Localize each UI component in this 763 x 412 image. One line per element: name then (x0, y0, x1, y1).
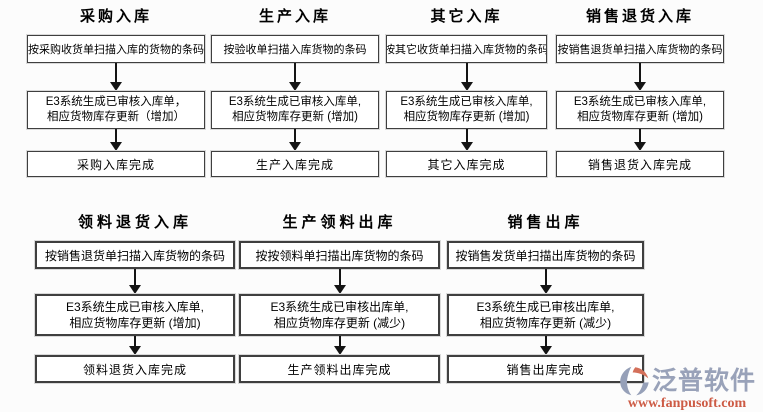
step-scan-box: 按采购收货单扫描入库的货物的条码 (27, 35, 205, 63)
vendor-watermark: 泛普软件 www.fanpusoft.com (613, 365, 761, 412)
step-system-box: E3系统生成已审核出库单, 相应货物库存更新 (减少) (239, 294, 440, 336)
down-arrow-icon (386, 63, 547, 91)
flow-title: 生产入库 (258, 8, 331, 25)
step-system-box: E3系统生成已审核入库单, 相应货物库存更新 (增加) (35, 294, 235, 336)
step-scan-box: 按销售退货单扫描入库货物的条码 (556, 35, 724, 63)
system-line1: E3系统生成已审核出库单, (270, 300, 409, 314)
down-arrow-icon (211, 63, 379, 91)
down-arrow-icon (556, 129, 724, 151)
system-line1: E3系统生成已审核入库单, (573, 96, 707, 108)
step-scan-box: 按销售退货单扫描入库货物的条码 (35, 241, 235, 269)
system-line1: E3系统生成已审核入库单, (400, 96, 533, 108)
down-arrow-icon (556, 63, 724, 91)
step-system-box: E3系统生成已审核入库单, 相应货物库存更新 (增加) (386, 91, 547, 129)
down-arrow-icon (211, 129, 379, 151)
flow-production-material-outbound: 生产领料出库 按按领料单扫描出库货物的条码 E3系统生成已审核出库单, 相应货物… (239, 214, 440, 383)
down-arrow-icon (35, 336, 235, 355)
flow-other-inbound: 其它入库 按其它收货单扫描入库货物的条码 E3系统生成已审核入库单, 相应货物库… (386, 8, 547, 177)
step-scan-box: 按验收单扫描入库货物的条码 (211, 35, 379, 63)
system-line2: 相应货物库存更新 (减少) (479, 316, 612, 330)
system-line2: 相应货物库存更新（增加） (47, 111, 185, 123)
system-line2: 相应货物库存更新 (增加) (69, 316, 201, 330)
down-arrow-icon (386, 129, 547, 151)
step-done-box: 领料退货入库完成 (35, 355, 235, 383)
step-system-box: E3系统生成已审核入库单， 相应货物库存更新（增加） (27, 91, 205, 129)
step-done-box: 生产入库完成 (211, 151, 379, 177)
step-done-box: 生产领料出库完成 (239, 355, 440, 383)
system-line1: E3系统生成已审核入库单, (65, 300, 204, 314)
flow-production-inbound: 生产入库 按验收单扫描入库货物的条码 E3系统生成已审核入库单, 相应货物库存更… (211, 8, 379, 177)
down-arrow-icon (447, 336, 644, 355)
down-arrow-icon (35, 269, 235, 294)
step-system-box: E3系统生成已审核入库单, 相应货物库存更新 (增加) (211, 91, 379, 129)
step-done-box: 采购入库完成 (27, 151, 205, 177)
system-line2: 相应货物库存更新 (减少) (273, 316, 406, 330)
step-scan-box: 按其它收货单扫描入库货物的条码 (386, 35, 547, 63)
flow-title: 采购入库 (79, 8, 152, 25)
step-scan-box: 按销售发货单扫描出库货物的条码 (447, 241, 644, 269)
down-arrow-icon (27, 63, 205, 91)
vendor-website-url: www.fanpusoft.com (627, 396, 747, 411)
step-system-box: E3系统生成已审核入库单, 相应货物库存更新 (增加) (556, 91, 724, 129)
flow-sales-return-inbound: 销售退货入库 按销售退货单扫描入库货物的条码 E3系统生成已审核入库单, 相应货… (556, 8, 724, 177)
down-arrow-icon (447, 269, 644, 294)
step-system-box: E3系统生成已审核出库单, 相应货物库存更新 (减少) (447, 294, 644, 336)
system-line1: E3系统生成已审核出库单, (476, 300, 615, 314)
system-line2: 相应货物库存更新 (增加) (403, 111, 530, 123)
flow-title: 销售出库 (507, 214, 584, 231)
flow-material-return-inbound: 领料退货入库 按销售退货单扫描入库货物的条码 E3系统生成已审核入库单, 相应货… (35, 214, 235, 383)
system-line1: E3系统生成已审核入库单， (45, 96, 187, 108)
step-done-box: 销售出库完成 (447, 355, 644, 383)
fanpu-swoosh-icon (620, 366, 649, 396)
down-arrow-icon (239, 269, 440, 294)
step-done-box: 其它入库完成 (386, 151, 547, 177)
flow-purchase-inbound: 采购入库 按采购收货单扫描入库的货物的条码 E3系统生成已审核入库单， 相应货物… (27, 8, 205, 177)
system-line2: 相应货物库存更新 (增加) (577, 111, 703, 123)
step-scan-box: 按按领料单扫描出库货物的条码 (239, 241, 440, 269)
down-arrow-icon (27, 129, 205, 151)
flow-title: 其它入库 (430, 8, 503, 25)
vendor-brand-name: 泛普软件 (651, 367, 756, 395)
down-arrow-icon (239, 336, 440, 355)
flow-title: 生产领料出库 (282, 214, 397, 231)
flow-sales-outbound: 销售出库 按销售发货单扫描出库货物的条码 E3系统生成已审核出库单, 相应货物库… (447, 214, 644, 383)
step-done-box: 销售退货入库完成 (556, 151, 724, 177)
flow-title: 领料退货入库 (77, 214, 192, 231)
system-line2: 相应货物库存更新 (增加) (232, 111, 358, 123)
system-line1: E3系统生成已审核入库单, (228, 96, 362, 108)
flow-title: 销售退货入库 (585, 8, 694, 25)
